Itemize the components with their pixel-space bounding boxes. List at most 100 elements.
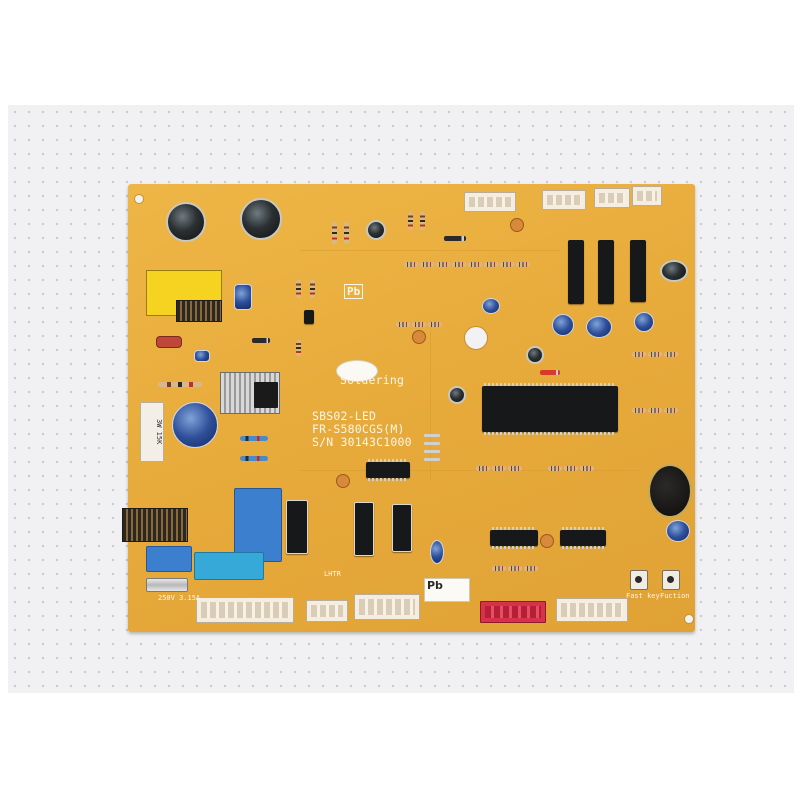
resistor bbox=[648, 408, 662, 413]
ic-chip bbox=[560, 527, 606, 549]
model-line-1: SBS02-LED bbox=[312, 409, 377, 423]
resistor bbox=[452, 262, 466, 267]
relay bbox=[392, 504, 412, 552]
jumper bbox=[424, 450, 440, 453]
power-transistor bbox=[598, 240, 614, 304]
diode bbox=[540, 370, 560, 375]
small-capacitor bbox=[448, 386, 466, 404]
pcb-trace bbox=[300, 250, 560, 251]
ceramic-capacitor bbox=[510, 218, 524, 232]
electrolytic-capacitor bbox=[240, 198, 282, 240]
resistor bbox=[428, 322, 442, 327]
mounting-hole bbox=[134, 194, 144, 204]
resistor bbox=[408, 212, 413, 230]
resistor bbox=[420, 212, 425, 230]
resistor bbox=[296, 280, 301, 298]
main-relay bbox=[234, 488, 282, 562]
resistor bbox=[484, 262, 498, 267]
resistor bbox=[516, 262, 530, 267]
pb-mark: Pb bbox=[427, 579, 443, 592]
small-capacitor bbox=[634, 312, 654, 332]
red-connector bbox=[480, 601, 546, 623]
ceramic-capacitor bbox=[156, 336, 182, 348]
resistor bbox=[548, 466, 562, 471]
resistor bbox=[664, 352, 678, 357]
pcb-trace bbox=[300, 470, 640, 471]
jumper bbox=[424, 458, 440, 461]
resistor bbox=[310, 280, 315, 298]
ic-chip bbox=[366, 459, 410, 481]
jumper bbox=[424, 442, 440, 445]
fuse-rating: 250V 3.15A bbox=[158, 594, 201, 602]
pb-label: Pb bbox=[424, 578, 470, 602]
fuse bbox=[146, 578, 188, 592]
resistor bbox=[344, 222, 349, 244]
top-connector bbox=[632, 186, 662, 206]
pcb-trace bbox=[430, 320, 431, 480]
bottom-connector bbox=[196, 597, 294, 623]
electrolytic-capacitor bbox=[172, 402, 218, 448]
resistor bbox=[420, 262, 434, 267]
jumper bbox=[424, 434, 440, 437]
small-capacitor bbox=[526, 346, 544, 364]
ceramic-capacitor bbox=[194, 350, 210, 362]
small-capacitor bbox=[660, 260, 688, 282]
function-button bbox=[662, 570, 680, 590]
small-capacitor bbox=[430, 540, 444, 564]
capacitor bbox=[234, 284, 252, 310]
ceramic-capacitor bbox=[412, 330, 426, 344]
mounting-hole bbox=[684, 614, 694, 624]
diode bbox=[444, 236, 466, 241]
soldering-label: Soldering bbox=[340, 373, 405, 387]
x-capacitor bbox=[194, 552, 264, 580]
relay bbox=[286, 500, 308, 554]
inspection-sticker bbox=[336, 360, 378, 382]
small-capacitor bbox=[586, 316, 612, 338]
filter-coil bbox=[122, 508, 188, 542]
lhtr-label: LHTR bbox=[324, 570, 341, 578]
resistor bbox=[500, 262, 514, 267]
small-capacitor bbox=[666, 520, 690, 542]
resistor bbox=[296, 340, 301, 356]
resistor bbox=[492, 466, 506, 471]
resistor bbox=[240, 436, 268, 441]
transformer-core bbox=[176, 300, 222, 322]
electrolytic-capacitor bbox=[166, 202, 206, 242]
small-transistor bbox=[304, 310, 314, 324]
resistor bbox=[524, 566, 538, 571]
resistor bbox=[240, 456, 268, 461]
small-capacitor bbox=[366, 220, 386, 240]
ceramic-capacitor bbox=[540, 534, 554, 548]
function-label: Fuction bbox=[660, 592, 690, 600]
resistor bbox=[508, 566, 522, 571]
resistor bbox=[632, 408, 646, 413]
resistor bbox=[476, 466, 490, 471]
bottom-connector bbox=[306, 600, 348, 622]
resistor bbox=[580, 466, 594, 471]
small-capacitor bbox=[482, 298, 500, 314]
resistor bbox=[564, 466, 578, 471]
resistor bbox=[332, 222, 337, 244]
power-module bbox=[146, 546, 192, 572]
small-capacitor bbox=[552, 314, 574, 336]
power-transistor bbox=[630, 240, 646, 302]
bottom-connector bbox=[556, 598, 628, 622]
resistor bbox=[468, 262, 482, 267]
resistor-label: 3W 15K bbox=[155, 419, 163, 445]
pb-silk-mark: Pb bbox=[344, 284, 364, 299]
ic-chip bbox=[490, 527, 538, 549]
serial-line: S/N 30143C1000 bbox=[312, 435, 412, 449]
bottom-connector bbox=[354, 594, 420, 620]
top-connector bbox=[594, 188, 630, 208]
resistor bbox=[412, 322, 426, 327]
mounting-hole bbox=[464, 326, 488, 350]
ceramic-capacitor bbox=[336, 474, 350, 488]
resistor bbox=[436, 262, 450, 267]
voltage-regulator bbox=[254, 382, 278, 408]
fast-key-label: Fast key bbox=[626, 592, 660, 600]
buzzer bbox=[648, 464, 692, 518]
model-line-2: FR-S580CGS(M) bbox=[312, 422, 405, 436]
resistor bbox=[648, 352, 662, 357]
microcontroller-chip bbox=[482, 383, 618, 435]
resistor bbox=[404, 262, 418, 267]
